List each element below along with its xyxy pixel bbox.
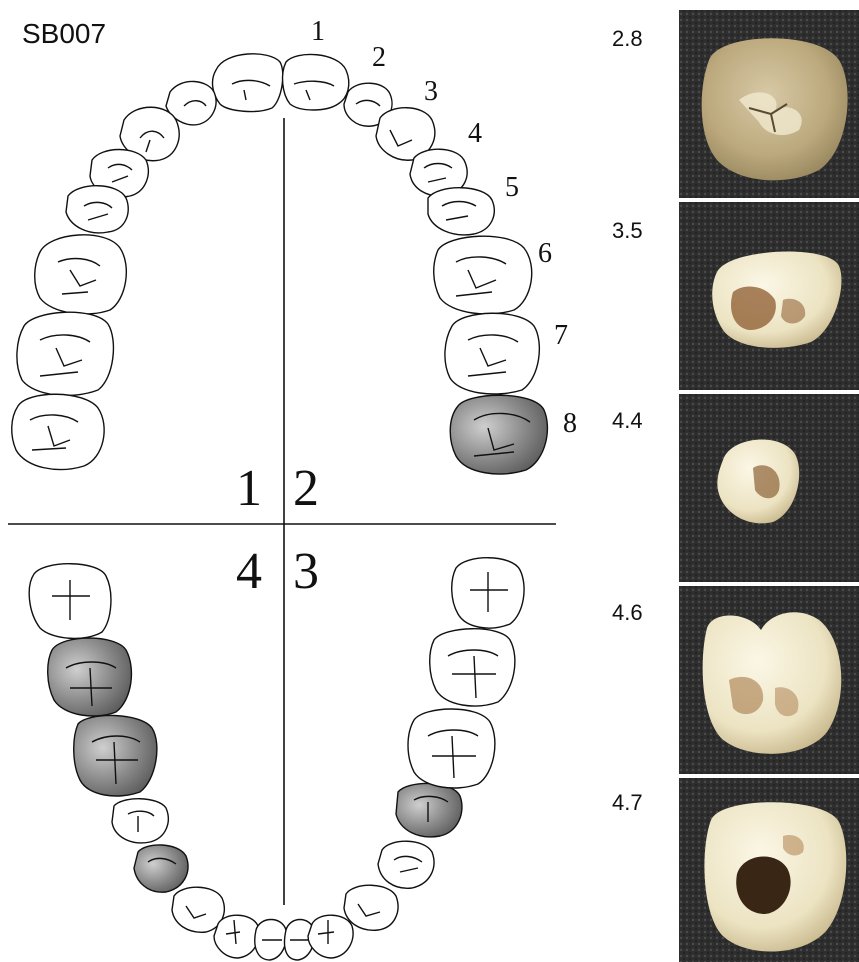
- quadrant-1-label: 1: [236, 460, 262, 517]
- tooth-4-8: [29, 564, 111, 639]
- tooth-number-2: 2: [372, 42, 386, 73]
- odontogram: 1 2 3 4 1 2 3 4 5 6 7 8: [0, 0, 600, 962]
- tooth-photo-4-7: [679, 778, 859, 962]
- tooth-photo-4-4: [679, 394, 859, 582]
- tooth-2-5: [428, 188, 494, 235]
- photo-label-2-8: 2.8: [612, 26, 643, 52]
- photo-panel: [679, 0, 859, 962]
- tooth-3-7: [430, 629, 515, 706]
- tooth-1-7: [17, 312, 114, 395]
- photo-label-4-4: 4.4: [612, 408, 643, 434]
- tooth-number-6: 6: [538, 238, 552, 269]
- tooth-2-1: [283, 54, 349, 110]
- tooth-4-3: [172, 887, 224, 932]
- tooth-3-8: [452, 558, 524, 628]
- tooth-photo-3-5: [679, 202, 859, 390]
- tooth-number-7: 7: [554, 320, 568, 351]
- photo-label-4-6: 4.6: [612, 600, 643, 626]
- tooth-2-6: [434, 236, 532, 314]
- tooth-1-1: [213, 54, 283, 112]
- tooth-4-6: [74, 715, 157, 796]
- tooth-number-3: 3: [424, 76, 438, 107]
- tooth-3-2: [308, 915, 353, 958]
- upper-arch: [12, 54, 548, 474]
- tooth-1-6: [35, 235, 127, 314]
- tooth-2-8: [450, 395, 547, 474]
- photo-label-4-7: 4.7: [612, 790, 643, 816]
- tooth-number-5: 5: [505, 172, 519, 203]
- tooth-4-4: [134, 845, 188, 892]
- tooth-4-7: [48, 638, 132, 716]
- tooth-number-4: 4: [468, 118, 482, 149]
- photo-label-3-5: 3.5: [612, 218, 643, 244]
- tooth-3-6: [408, 709, 495, 788]
- tooth-3-3: [344, 885, 398, 930]
- tooth-number-8: 8: [563, 408, 577, 439]
- tooth-3-4: [378, 841, 434, 888]
- quadrant-4-label: 4: [236, 543, 262, 600]
- quadrant-2-label: 2: [293, 460, 319, 517]
- quadrant-3-label: 3: [293, 543, 319, 600]
- tooth-photo-4-6: [679, 586, 859, 774]
- lower-arch: [29, 558, 524, 960]
- tooth-1-5: [66, 186, 128, 233]
- tooth-4-5: [112, 799, 168, 843]
- tooth-4-2: [214, 915, 259, 958]
- tooth-1-8: [12, 394, 104, 469]
- tooth-3-5: [396, 783, 462, 836]
- tooth-4-1: [255, 920, 287, 961]
- tooth-2-7: [445, 313, 539, 394]
- tooth-photo-2-8: [679, 10, 859, 198]
- tooth-number-1: 1: [311, 16, 325, 47]
